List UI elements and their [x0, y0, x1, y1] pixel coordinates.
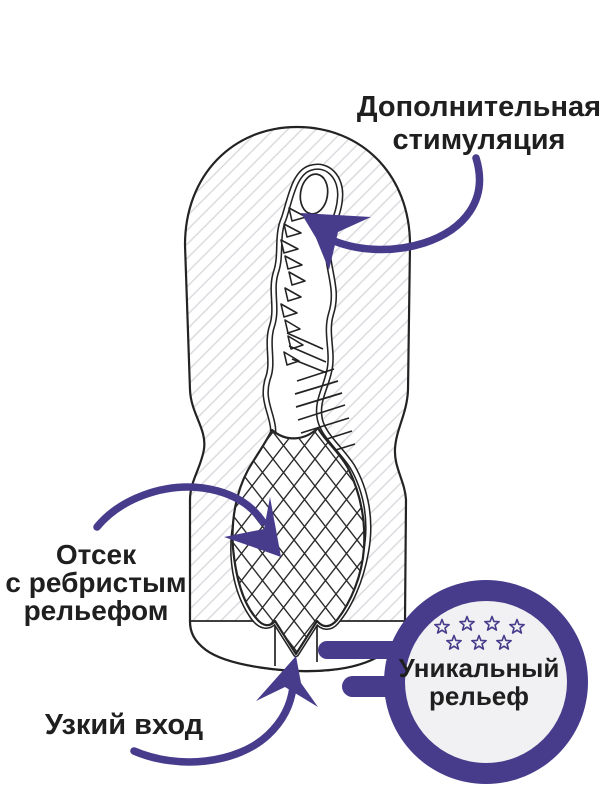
arrow-head — [301, 213, 371, 270]
connector-bar-top — [318, 641, 404, 659]
arrow-curve — [93, 483, 267, 531]
label-additional-stimulation-line2: стимуляция — [393, 124, 566, 156]
label-additional-stimulation-line1: Дополнительная — [357, 91, 600, 123]
label-narrow-entrance: Узкий вход — [45, 709, 203, 741]
badge-text-line2: рельеф — [429, 681, 529, 711]
labels: Дополнительная стимуляция Отсек с ребрис… — [5, 91, 600, 741]
arrow-additional-stimulation — [301, 154, 484, 270]
thorn-ribs — [280, 207, 307, 366]
arrow-curve — [330, 154, 484, 254]
label-ribbed-compartment-line3: рельефом — [24, 595, 169, 626]
arrow-narrow-entrance — [130, 656, 318, 766]
label-ribbed-compartment-line1: Отсек — [56, 539, 137, 570]
unique-relief-badge: Уникальный рельеф — [384, 580, 588, 784]
ribbed-compartment — [231, 426, 366, 656]
arrow-curve — [130, 683, 297, 766]
badge-text-line1: Уникальный — [399, 653, 560, 683]
badge-face — [405, 601, 567, 763]
ribbed-compartment-pattern — [232, 428, 365, 654]
arrow-head — [224, 497, 281, 557]
label-ribbed-compartment-line2: с ребристым — [5, 567, 186, 598]
arrow-ribbed-compartment — [93, 483, 281, 557]
arrow-head — [256, 656, 318, 707]
